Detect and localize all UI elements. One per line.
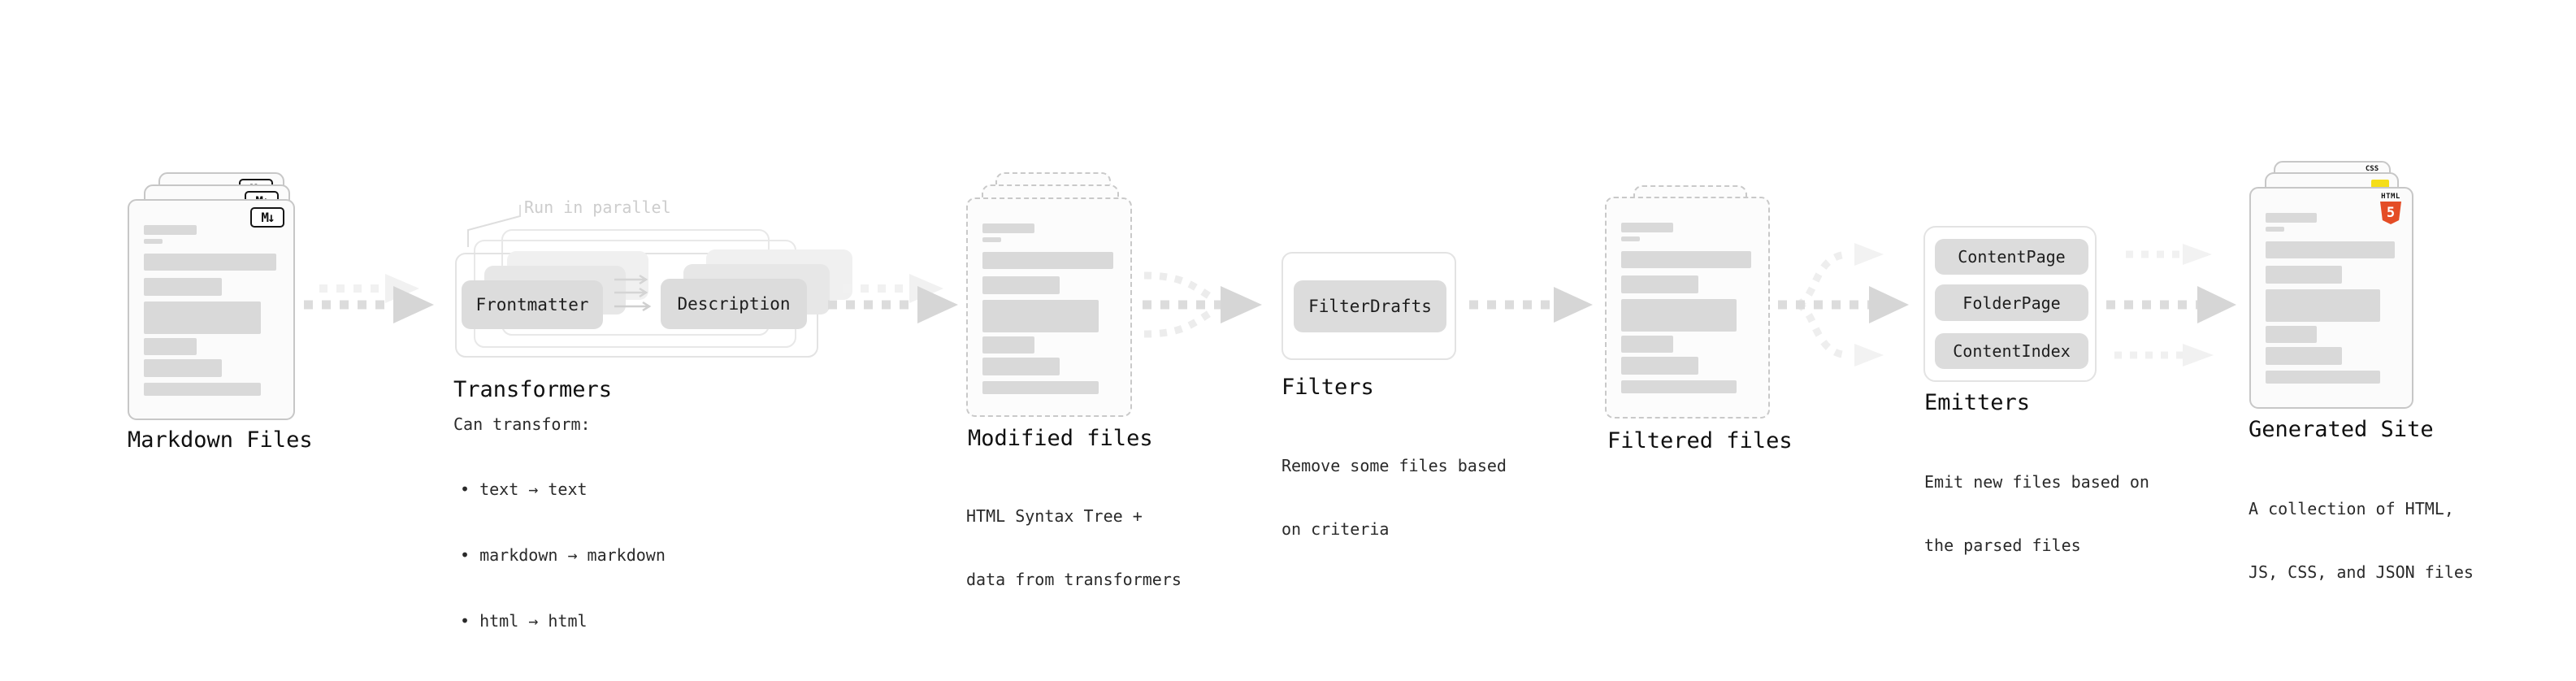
skeleton-bar — [144, 239, 163, 244]
bullet-text-to-text: • text → text — [460, 479, 588, 499]
html5-icon-number: 5 — [2386, 205, 2396, 221]
stage-label-markdown-files: Markdown Files — [128, 427, 313, 453]
transformers-group: Run in parallel Frontmatter Description — [455, 195, 852, 370]
emitters-desc-line1: Emit new files based on — [1924, 472, 2149, 492]
arrow-transformers-to-modified — [828, 274, 958, 323]
skeleton-bar — [1621, 380, 1737, 393]
filtered-file-front — [1605, 197, 1770, 419]
modified-desc-line1: HTML Syntax Tree + — [966, 506, 1143, 526]
markdown-icon: M↓ — [250, 207, 284, 228]
skeleton-bar — [2266, 371, 2380, 384]
arrow-markdown-to-transformers — [304, 274, 434, 323]
skeleton-bar — [144, 383, 262, 396]
skeleton-bar — [144, 254, 276, 271]
skeleton-bar — [982, 381, 1099, 394]
annotation-callout-line — [467, 205, 521, 247]
generated-desc-line2: JS, CSS, and JSON files — [2249, 562, 2474, 582]
folderpage-pill: FolderPage — [1935, 284, 2088, 321]
skeleton-bar — [982, 336, 1034, 354]
contentindex-pill: ContentIndex — [1935, 333, 2088, 369]
markdown-icon-glyph: M↓ — [261, 210, 275, 225]
skeleton-bar — [1621, 236, 1640, 241]
skeleton-bar — [982, 223, 1034, 233]
emitters-desc-line2: the parsed files — [1924, 536, 2081, 555]
filters-desc-line2: on criteria — [1281, 519, 1390, 539]
stage-label-filtered-files: Filtered files — [1607, 428, 1793, 453]
skeleton-bar — [2266, 227, 2284, 232]
run-in-parallel-annotation: Run in parallel — [524, 197, 671, 217]
stage-label-emitters: Emitters — [1924, 390, 2031, 415]
skeleton-bar — [144, 301, 262, 334]
filtered-files-stack — [1605, 185, 1772, 425]
filters-box: FilterDrafts — [1281, 252, 1456, 360]
css-icon-label: CSS — [2365, 165, 2379, 173]
skeleton-bar — [982, 237, 1001, 242]
arrow-modified-to-filters — [1143, 271, 1262, 338]
filterdrafts-pill: FilterDrafts — [1294, 280, 1446, 332]
file-content-skeleton — [2266, 213, 2397, 384]
stage-label-generated-site: Generated Site — [2249, 417, 2434, 442]
transformers-bullets: • text → text • markdown → markdown • ht… — [460, 435, 666, 676]
markdown-file-front: M↓ — [128, 199, 295, 420]
file-content-skeleton — [1621, 223, 1754, 393]
skeleton-bar — [144, 359, 223, 377]
bullet-html-to-html: • html → html — [460, 611, 588, 631]
stage-label-transformers: Transformers — [453, 377, 613, 402]
arrow-filters-to-filtered — [1469, 287, 1593, 323]
generated-site-desc: A collection of HTML, JS, CSS, and JSON … — [2249, 456, 2474, 625]
skeleton-bar — [982, 276, 1060, 294]
filters-desc: Remove some files based on criteria — [1281, 413, 1507, 582]
generated-site-stack: CSS HTML 5 — [2249, 161, 2417, 413]
bullet-markdown-to-markdown: • markdown → markdown — [460, 545, 666, 565]
stage-label-modified-files: Modified files — [968, 426, 1153, 451]
html5-icon: HTML 5 — [2379, 193, 2402, 224]
emitters-box: ContentPage FolderPage ContentIndex — [1923, 226, 2097, 382]
skeleton-bar — [144, 338, 197, 355]
skeleton-bar — [1621, 275, 1698, 293]
frontmatter-pill: Frontmatter — [462, 280, 603, 329]
html5-icon-label: HTML — [2381, 193, 2400, 201]
modified-file-front — [966, 197, 1132, 417]
stage-label-filters: Filters — [1281, 375, 1374, 400]
emitters-desc: Emit new files based on the parsed files — [1924, 429, 2149, 598]
transformers-desc-intro: Can transform: — [453, 414, 591, 434]
skeleton-bar — [144, 278, 223, 296]
contentpage-pill: ContentPage — [1935, 239, 2088, 275]
skeleton-bar — [1621, 357, 1698, 375]
skeleton-bar — [2266, 289, 2380, 322]
generated-desc-line1: A collection of HTML, — [2249, 499, 2454, 518]
modified-files-stack — [966, 172, 1134, 424]
skeleton-bar — [1621, 223, 1673, 232]
modified-files-desc: HTML Syntax Tree + data from transformer… — [966, 463, 1182, 632]
file-content-skeleton — [982, 223, 1116, 394]
skeleton-bar — [982, 300, 1099, 332]
skeleton-bar — [982, 252, 1113, 269]
arrow-emitters-to-generated — [2106, 244, 2236, 367]
modified-desc-line2: data from transformers — [966, 570, 1182, 589]
skeleton-bar — [2266, 241, 2395, 258]
description-pill: Description — [661, 279, 807, 329]
arrow-filtered-to-emitters — [1778, 243, 1909, 367]
skeleton-bar — [2266, 347, 2342, 365]
skeleton-bar — [2266, 266, 2342, 284]
html5-icon-shield: 5 — [2380, 202, 2401, 224]
markdown-file-stack: M↓ M↓ M↓ — [128, 172, 298, 424]
file-content-skeleton — [144, 225, 279, 396]
skeleton-bar — [1621, 251, 1751, 268]
generated-file-html: HTML 5 — [2249, 187, 2413, 409]
skeleton-bar — [1621, 299, 1737, 332]
filters-desc-line1: Remove some files based — [1281, 456, 1507, 475]
skeleton-bar — [144, 225, 197, 235]
parallel-arrows-icon — [614, 274, 652, 312]
skeleton-bar — [982, 358, 1060, 375]
skeleton-bar — [2266, 326, 2318, 343]
skeleton-bar — [2266, 213, 2318, 223]
skeleton-bar — [1621, 336, 1673, 353]
